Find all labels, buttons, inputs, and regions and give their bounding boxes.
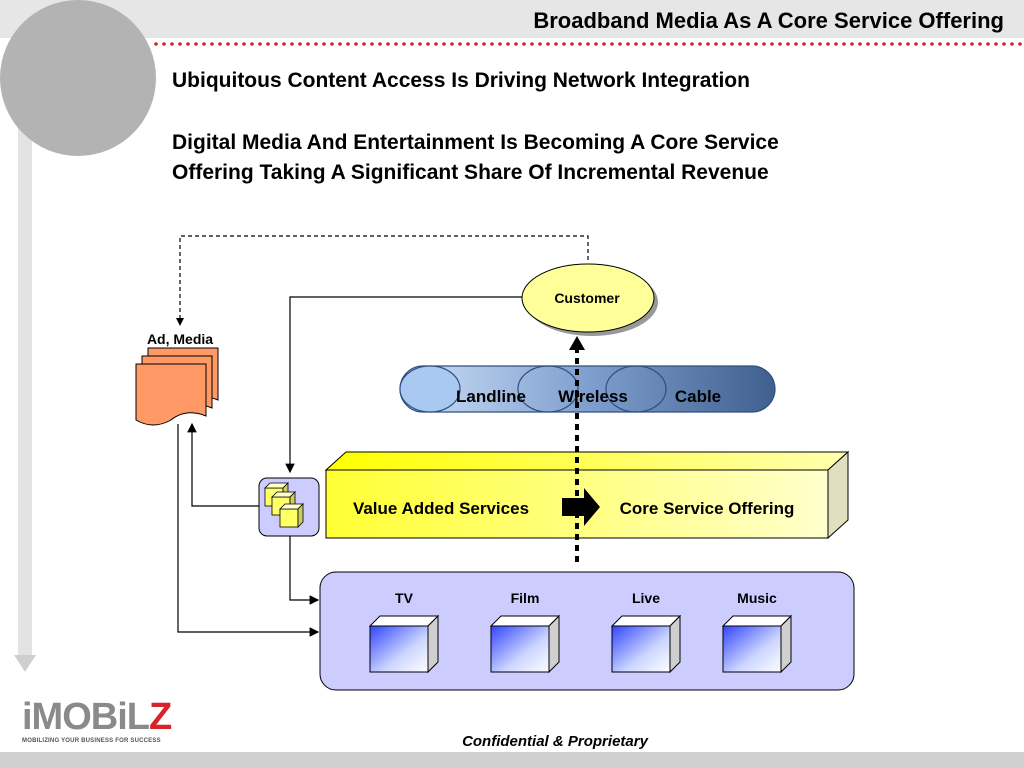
- company-logo: iMOBiLZ MOBILIZING YOUR BUSINESS FOR SUC…: [22, 696, 172, 744]
- customer-label: Customer: [554, 290, 620, 306]
- media-tv-label: TV: [395, 590, 414, 606]
- transition-arrow-icon: [562, 488, 600, 526]
- customer-to-services-line: [285, 296, 524, 474]
- dotted-flow-arrow-icon: [569, 336, 585, 350]
- logo-tagline: MOBILIZING YOUR BUSINESS FOR SUCCESS: [22, 738, 161, 744]
- network-landline-label: Landline: [456, 387, 526, 406]
- services-to-media-line: [289, 536, 320, 605]
- services-cubes-icon: [258, 477, 320, 537]
- ad-media-label: Ad, Media: [147, 331, 213, 347]
- slide-title: Broadband Media As A Core Service Offeri…: [533, 8, 1004, 33]
- services-to-ad-line: [187, 422, 262, 507]
- logo-name-main: iMOBiL: [22, 696, 150, 738]
- live-cube-icon: [610, 614, 682, 674]
- ad-to-media-line: [177, 424, 320, 637]
- dashed-feedback-line: [179, 235, 589, 318]
- headline-2: Digital Media And Entertainment Is Becom…: [172, 131, 779, 154]
- dotted-divider: [150, 42, 1024, 50]
- confidential-footer: Confidential & Proprietary: [462, 733, 648, 750]
- rail-arrow-icon: [14, 655, 36, 672]
- vertical-rail: [18, 40, 32, 660]
- logo-wordmark: iMOBiLZ: [22, 696, 172, 738]
- network-wireless-label: Wireless: [558, 387, 628, 406]
- value-added-label: Value Added Services: [353, 499, 529, 518]
- core-service-label: Core Service Offering: [620, 499, 795, 518]
- media-panel: [319, 571, 855, 691]
- media-music-label: Music: [737, 590, 777, 606]
- film-cube-icon: [489, 614, 561, 674]
- ad-media-icon: [135, 347, 219, 426]
- bottom-band: [0, 752, 1024, 768]
- dashed-arrow-head: [176, 318, 184, 326]
- tv-cube-icon: [368, 614, 440, 674]
- media-live-label: Live: [632, 590, 660, 606]
- music-cube-icon: [721, 614, 793, 674]
- network-cable-label: Cable: [675, 387, 721, 406]
- media-film-label: Film: [511, 590, 540, 606]
- logo-name-z: Z: [148, 696, 172, 738]
- customer-node: [521, 263, 655, 333]
- corner-circle: [0, 0, 156, 156]
- headline-1: Ubiquitous Content Access Is Driving Net…: [172, 69, 750, 92]
- network-pipe: [399, 365, 776, 413]
- headline-3: Offering Taking A Significant Share Of I…: [172, 161, 769, 184]
- top-band: [0, 0, 1024, 38]
